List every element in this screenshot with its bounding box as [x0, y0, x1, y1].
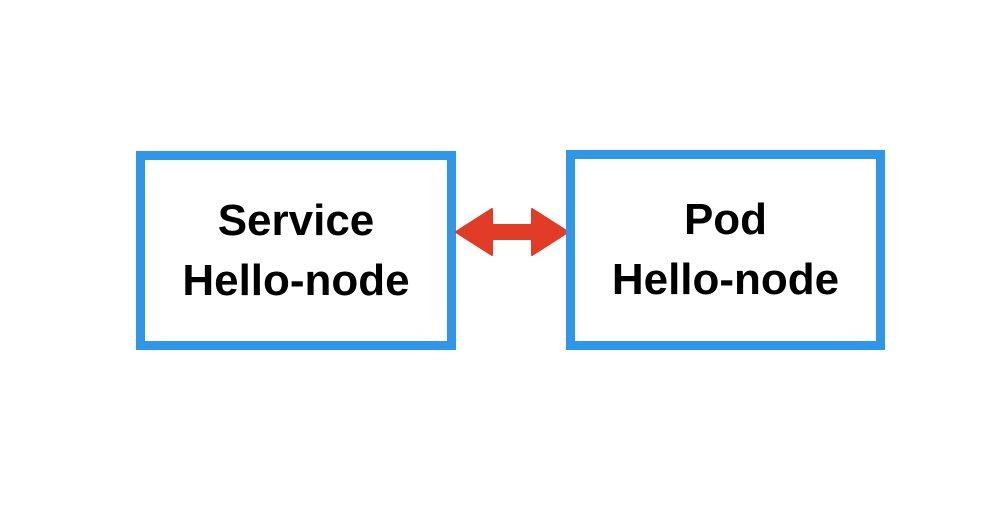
service-node-name: Hello-node: [182, 255, 410, 305]
pod-node-box: Pod Hello-node: [566, 150, 885, 350]
service-node-title: Service: [217, 195, 375, 245]
service-node-box: Service Hello-node: [136, 151, 456, 350]
pod-node-title: Pod: [683, 195, 768, 244]
pod-node-name: Hello-node: [611, 255, 840, 304]
bidirectional-arrow-shape: [455, 208, 569, 256]
bidirectional-arrow-icon: [455, 208, 569, 256]
